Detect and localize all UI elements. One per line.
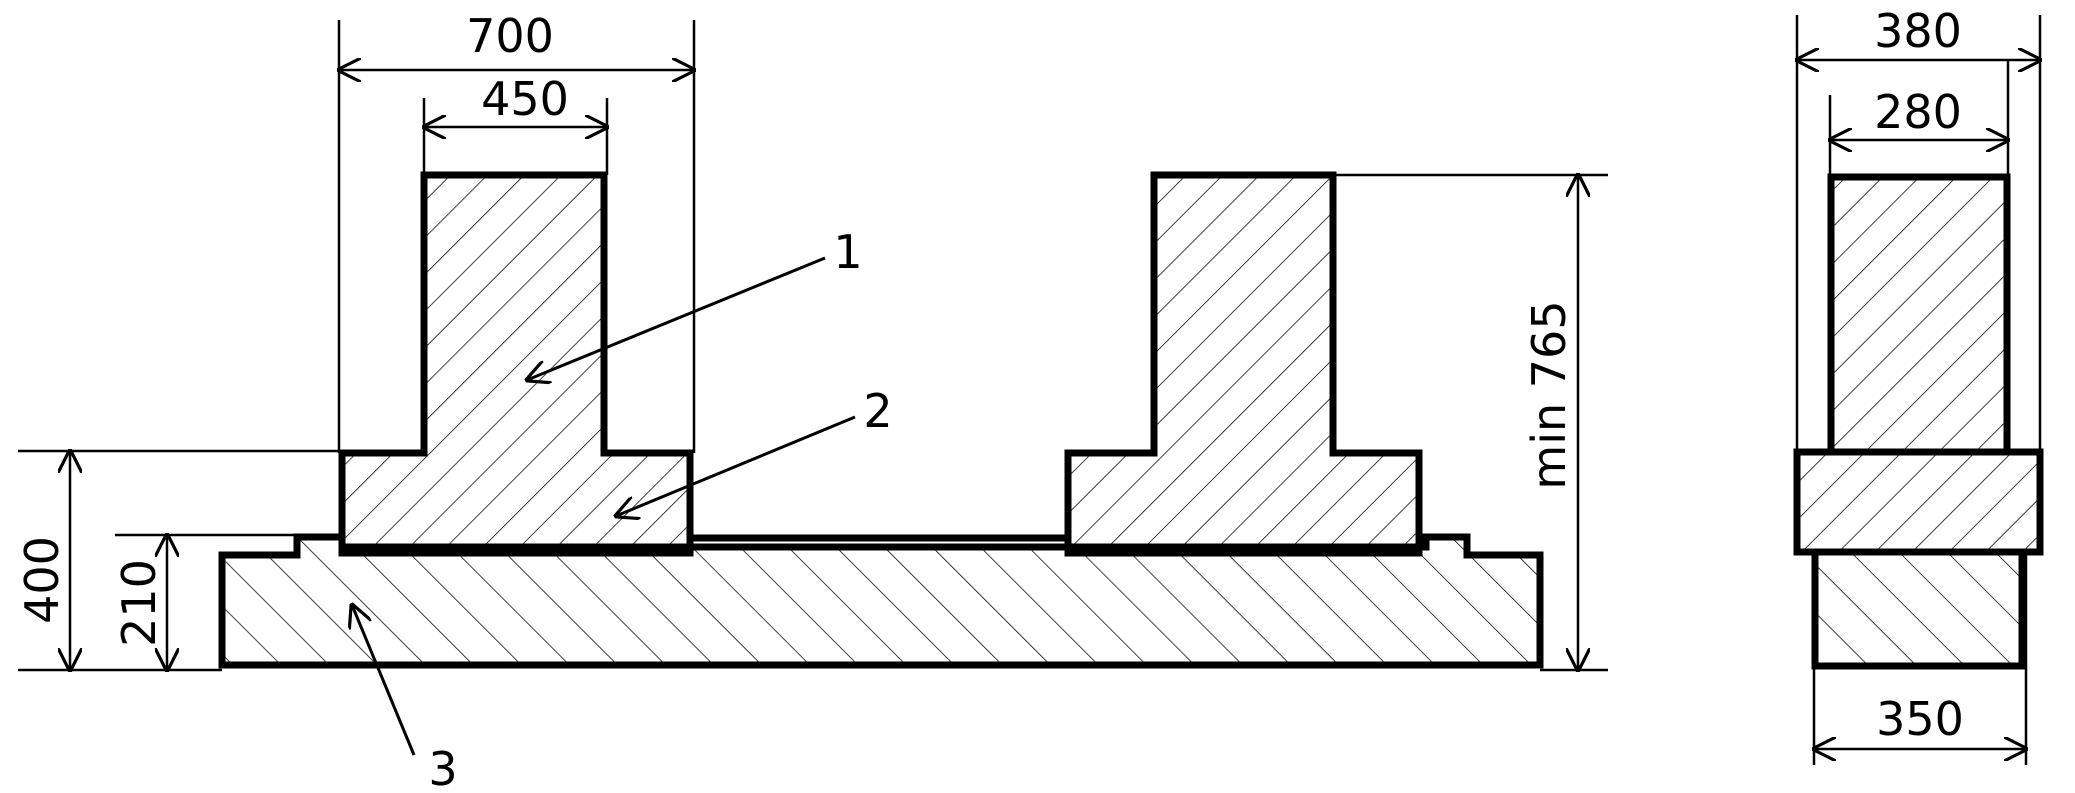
dim-380-label: 380 [1874, 4, 1962, 58]
side-column [1827, 173, 2011, 456]
side-base [1811, 548, 2026, 670]
dim-450-label: 450 [481, 72, 569, 126]
side-footing [1793, 448, 2044, 556]
dim-765-label: min 765 [1522, 300, 1576, 489]
callout-1: 1 [833, 225, 862, 279]
dim-280-label: 280 [1874, 85, 1962, 139]
dim-350-label: 350 [1876, 692, 1964, 746]
base-slab [218, 533, 1544, 669]
leader-3 [352, 605, 416, 756]
dim-400-label: 400 [15, 536, 69, 624]
callout-3: 3 [428, 742, 457, 793]
left-footing-column [338, 171, 694, 557]
dim-700-label: 700 [466, 9, 554, 63]
leader-2 [616, 415, 856, 516]
dimension-lines [70, 60, 2040, 749]
leader-arrows [352, 256, 856, 756]
callout-2: 2 [863, 384, 892, 438]
extension-lines [18, 15, 2042, 765]
right-footing-column [1064, 171, 1423, 557]
dim-210-label: 210 [112, 559, 166, 647]
leader-1 [527, 256, 826, 380]
